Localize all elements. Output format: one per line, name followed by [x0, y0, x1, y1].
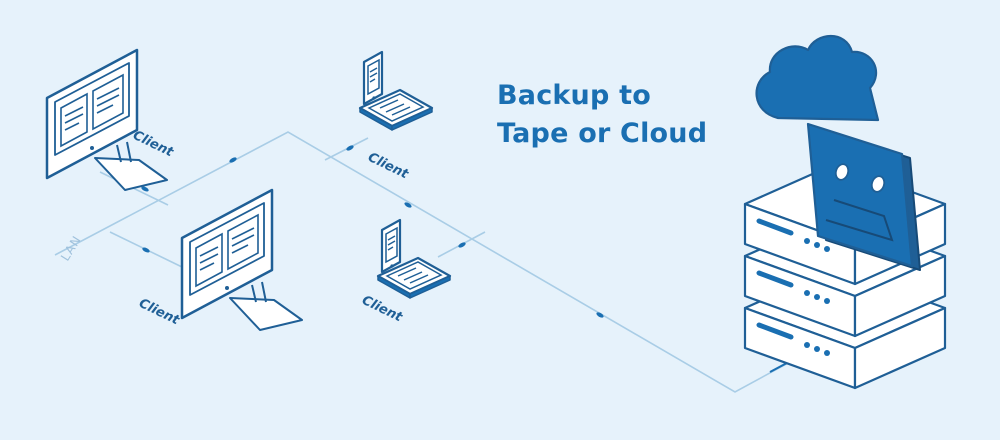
client-tablet-1	[358, 50, 434, 132]
title-line-1: Backup to	[497, 80, 651, 111]
client-tablet-2	[376, 218, 452, 300]
client-desktop-1	[45, 48, 169, 192]
title-line-2: Tape or Cloud	[497, 118, 708, 149]
client-desktop-2	[180, 188, 304, 332]
tape-cassette-icon	[806, 122, 921, 271]
network-connector-dots	[141, 145, 604, 318]
diagram-title: Backup to Tape or Cloud	[497, 77, 707, 153]
lan-network-lines	[54, 131, 801, 393]
cloud-icon	[755, 35, 880, 122]
